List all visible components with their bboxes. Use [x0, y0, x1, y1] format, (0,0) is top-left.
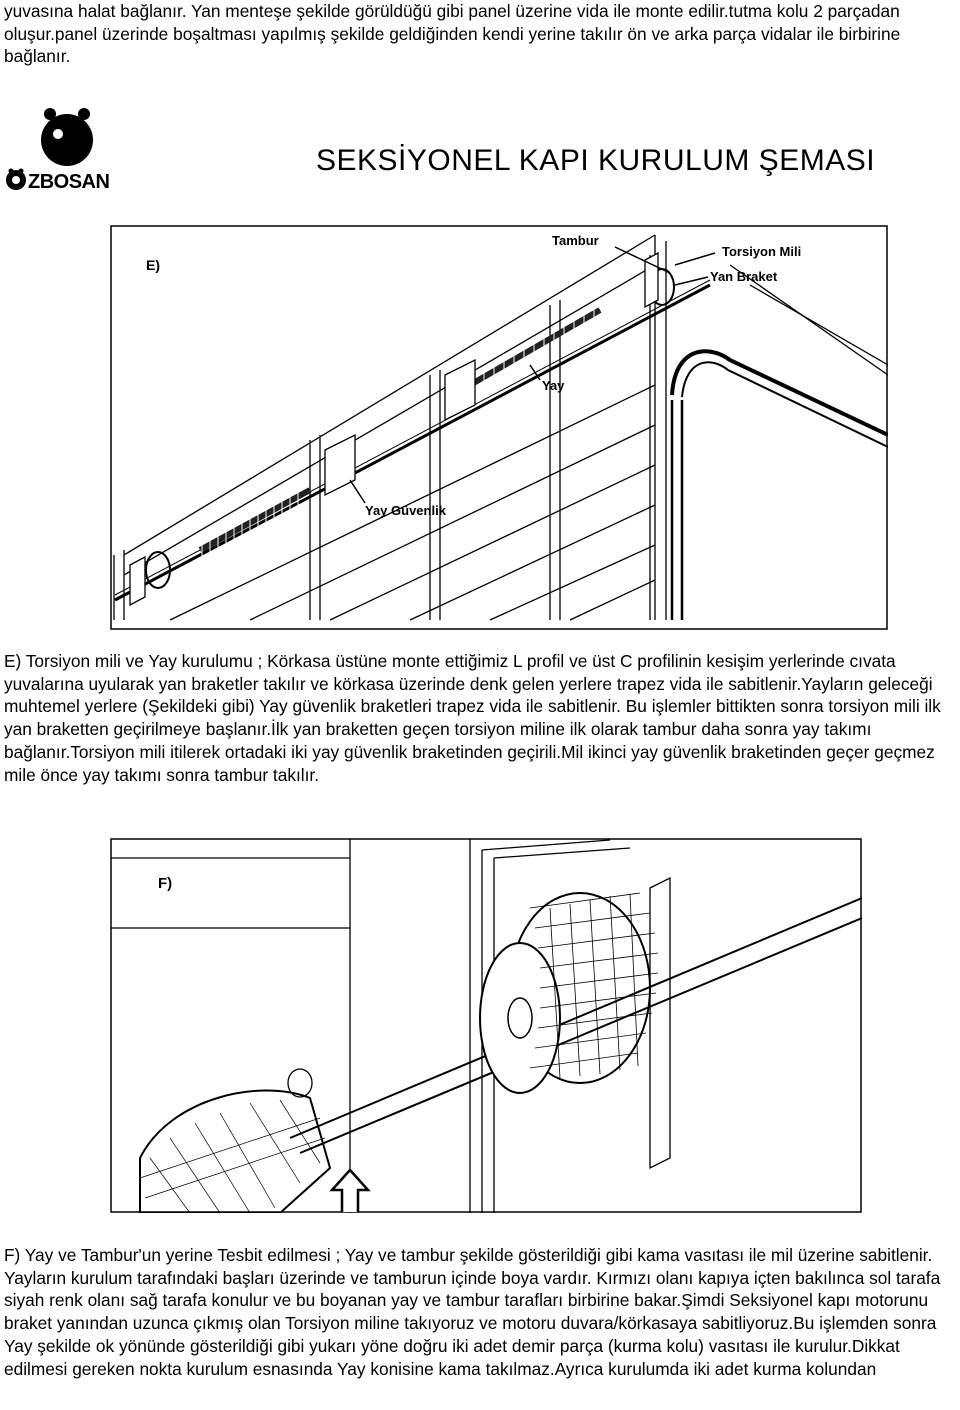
figure-e-torsion-assembly: E) Tambur Torsiyon Mili Yan Braket Yay Y… [110, 225, 888, 630]
intro-paragraph: yuvasına halat bağlanır. Yan menteşe şek… [4, 1, 901, 67]
callout-yay: Yay [542, 378, 565, 393]
figure-f-label: F) [158, 875, 172, 892]
page-title: SEKSİYONEL KAPI KURULUM ŞEMASI [316, 144, 876, 177]
callout-torsiyon-mili: Torsiyon Mili [722, 244, 801, 259]
callout-tambur: Tambur [552, 233, 599, 248]
logo-wordmark: ZBOSAN [28, 171, 110, 193]
figure-f-drum-fixing: F) [110, 838, 862, 1213]
callout-yan-braket: Yan Braket [710, 269, 778, 284]
up-arrow-icon [329, 1168, 371, 1212]
figure-e-label: E) [146, 257, 160, 273]
callout-yay-guvenlik: Yay Güvenlik [365, 503, 447, 518]
section-e-paragraph: E) Torsiyon mili ve Yay kurulumu ; Körka… [4, 651, 941, 785]
ozbosan-logo: ZBOSAN [2, 108, 130, 193]
section-f-paragraph: F) Yay ve Tambur'un yerine Tesbit edilme… [4, 1245, 941, 1379]
bear-logo-icon [6, 108, 93, 190]
